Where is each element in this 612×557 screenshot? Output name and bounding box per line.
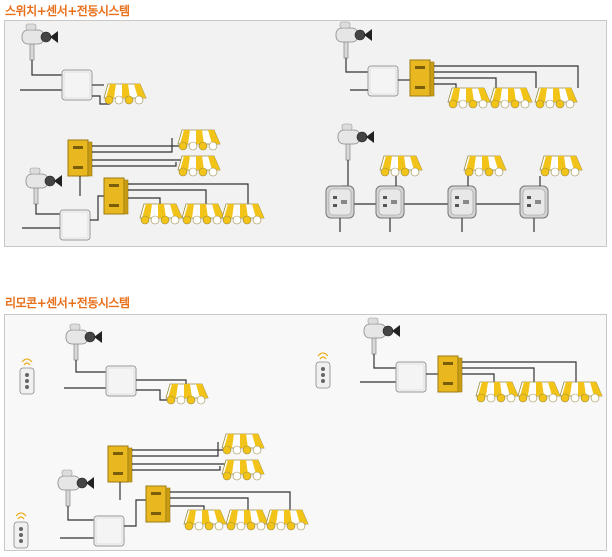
system-1b [335, 21, 579, 109]
switch-module-icon [325, 185, 355, 219]
awning-icon [177, 129, 221, 151]
awning-icon [489, 87, 533, 109]
awning-icon [221, 203, 265, 225]
panel-remote-systems [4, 314, 607, 551]
awning-icon [183, 509, 227, 531]
group-controller-icon [103, 177, 129, 215]
system-1a [20, 23, 147, 105]
system-2c [13, 433, 309, 549]
awning-icon [475, 381, 519, 403]
control-box-icon [367, 65, 399, 97]
awning-icon [517, 381, 561, 403]
weather-sensor-icon [25, 167, 63, 205]
awning-icon [447, 87, 491, 109]
awning-icon [463, 155, 507, 177]
awning-icon [539, 155, 583, 177]
system-1d [325, 123, 583, 232]
control-box-icon [395, 361, 427, 393]
awning-icon [534, 87, 578, 109]
group-controller-icon [107, 445, 133, 483]
weather-sensor-icon [363, 317, 401, 355]
section-title-switch: 스위치+센서+전동시스템 [5, 4, 130, 18]
awning-icon [177, 155, 221, 177]
system-2b [315, 317, 603, 403]
awning-icon [103, 83, 147, 105]
system-2a [19, 323, 209, 405]
awning-icon [181, 203, 225, 225]
control-box-icon [93, 515, 125, 547]
group-controller-icon [67, 139, 93, 177]
awning-icon [225, 509, 269, 531]
weather-sensor-icon [57, 469, 95, 507]
weather-sensor-icon [337, 123, 375, 161]
weather-sensor-icon [21, 23, 59, 61]
section-title-remote: 리모콘+센서+전동시스템 [5, 296, 130, 310]
weather-sensor-icon [335, 21, 373, 59]
group-controller-icon [409, 59, 435, 97]
awning-icon [221, 433, 265, 455]
remote-control-icon [13, 512, 29, 549]
awning-icon [379, 155, 423, 177]
awning-icon [165, 383, 209, 405]
awning-icon [265, 509, 309, 531]
weather-sensor-icon [65, 323, 103, 361]
group-controller-icon [437, 355, 463, 393]
switch-module-icon [375, 185, 405, 219]
control-box-icon [61, 69, 93, 101]
switch-module-icon [519, 185, 549, 219]
group-controller-icon [145, 485, 171, 523]
awning-icon [559, 381, 603, 403]
awning-icon [139, 203, 183, 225]
control-box-icon [59, 209, 91, 241]
remote-control-icon [19, 358, 35, 395]
remote-control-icon [315, 352, 331, 389]
awning-icon [221, 459, 265, 481]
switch-module-icon [447, 185, 477, 219]
control-box-icon [105, 365, 137, 397]
system-1c [22, 129, 265, 241]
